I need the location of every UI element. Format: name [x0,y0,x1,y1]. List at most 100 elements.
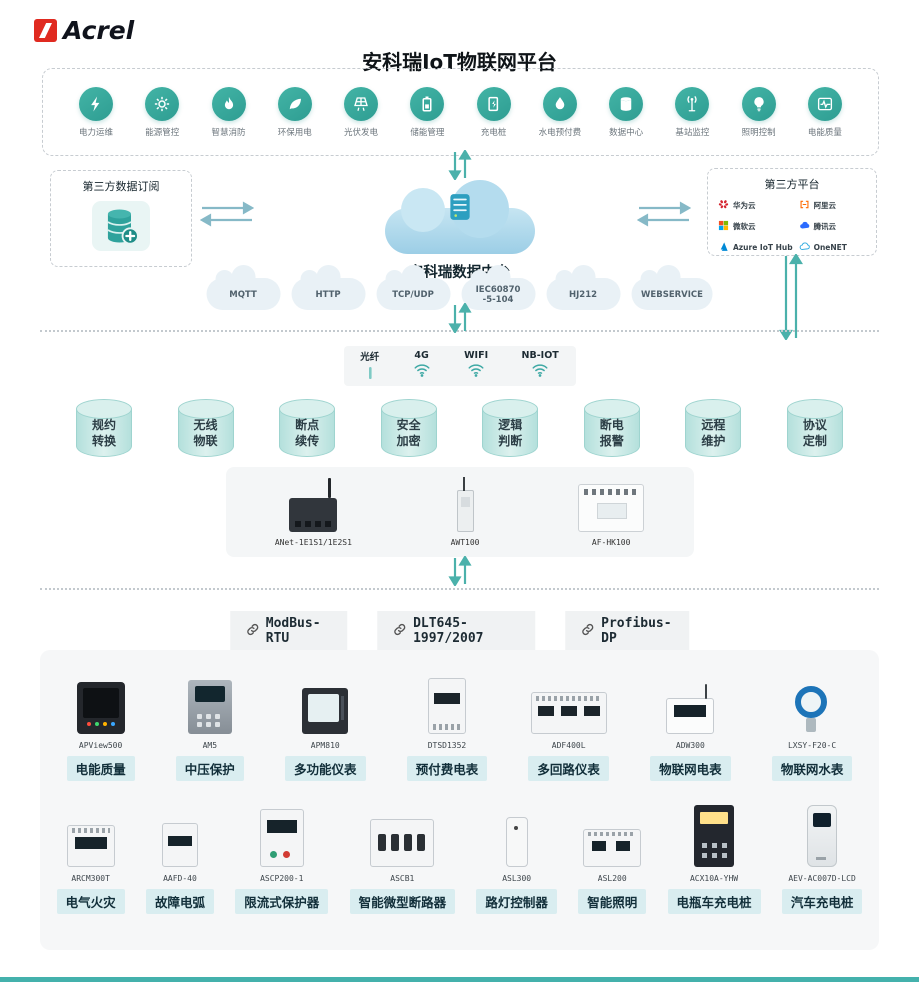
device-category-chip: 物联网电表 [650,756,731,781]
protocol-cloud-hj212: HJ212 [546,265,621,310]
app-label: 智慧消防 [211,127,246,138]
app-label: 储能管理 [410,127,445,138]
feature-cylinder: 逻辑判断 [482,399,539,457]
water-drop-icon [542,86,577,121]
device-category-chip: 路灯控制器 [476,889,557,914]
protocol-chip-dlt645: DLT645-1997/2007 [377,611,536,651]
device-image-aev-charger [807,805,838,867]
app-eco-power: 环保用电 [268,86,322,138]
link-icon [581,623,594,640]
server-icon [447,192,473,226]
conn-fiber: 光纤 [360,349,379,384]
tencent-cloud-icon [799,220,810,233]
gateway-afhk100: AF-HK100 [578,484,645,547]
cylinder-top [583,399,640,419]
feature-cylinder: 安全加密 [380,399,437,457]
app-datacenter: 数据中心 [599,86,653,138]
app-label: 基站监控 [675,127,710,138]
platform-name: 华为云 [733,201,756,210]
left-right-arrow-icon [199,200,255,232]
onenet-cloud-icon [799,241,810,254]
device-image-asl300 [505,817,528,867]
gateway-model: AWT100 [450,538,480,547]
gateway-model: ANet-1E1S1/1E2S1 [274,538,352,547]
left-right-arrow-icon [636,200,692,232]
device-image-apm810 [302,688,349,734]
app-label: 电能质量 [807,127,842,138]
feature-cylinder: 远程维护 [685,399,742,457]
brand-name: Acrel [63,16,135,45]
app-storage: 储能管理 [400,86,454,138]
up-down-arrow-icon [447,554,473,590]
device-image-ascp200 [259,809,304,867]
device-image-apview500 [76,682,125,734]
device-category-chip: 中压保护 [175,756,244,781]
app-label: 充电桩 [480,127,507,138]
third-party-subscribe-box: 第三方数据订阅 [50,170,192,267]
battery-icon [410,86,445,121]
feature-cylinder: 无线物联 [177,399,234,457]
app-energy-mgmt: 能源管控 [135,86,189,138]
connectivity-strip: 光纤 4G WIFI NB-IOT [343,346,576,386]
device-category-chip: 汽车充电桩 [781,889,863,914]
cylinder-top [685,399,742,419]
cylinder-top [279,399,336,419]
app-power-quality: 电能质量 [798,86,852,138]
waveform-icon [807,86,842,121]
wifi-icon [413,363,431,382]
conn-nbiot: NB-IOT [522,350,559,382]
protocol-cloud-webservice: WEBSERVICE [631,265,713,310]
huawei-cloud-icon [718,199,729,212]
azure-icon [718,241,729,254]
charging-pile-icon [476,86,511,121]
app-charging-pile: 充电桩 [467,86,521,138]
dashed-divider [40,330,879,332]
platform-onenet: OneNET [799,241,866,254]
conn-wifi: WIFI [464,350,488,382]
platform-microsoft: 微软云 [718,220,793,233]
protocol-cloud-iec60870: IEC60870-5-104 [461,265,536,310]
platform-alibaba: 阿里云 [799,199,866,212]
gateway-awt100: AWT100 [450,476,480,547]
gateway-anet: ANet-1E1S1/1E2S1 [275,478,352,547]
platform-link-arrows-icon [779,252,803,344]
device-category-chip: 智能微型断路器 [349,889,456,914]
device-image-acx10a [694,805,735,867]
protocol-cloud-tcpudp: TCP/UDP [376,265,451,310]
power-ops-icon [79,86,113,121]
app-label: 环保用电 [277,127,312,138]
third-party-subscribe-title: 第三方数据订阅 [82,180,160,193]
platform-name: OneNET [813,243,847,252]
app-label: 电力运维 [78,127,113,138]
bulb-icon [741,86,776,121]
up-down-arrow-icon [447,148,473,184]
database-plus-icon [92,201,150,251]
solar-panel-icon [344,86,379,121]
feature-cylinder: 规约转换 [76,399,132,457]
app-label: 光伏发电 [344,127,379,138]
page-title: 安科瑞IoT物联网平台 [362,50,557,74]
device-category-chip: 故障电弧 [145,889,214,914]
device-image-adw300 [666,684,715,734]
device-category-chip: 多回路仪表 [528,756,609,781]
wifi-icon [531,363,549,382]
device-image-ascb1 [370,819,435,867]
app-fire-safety: 智慧消防 [202,86,256,138]
app-lighting: 照明控制 [732,86,786,138]
app-label: 能源管控 [145,127,180,138]
device-image-aafd40 [161,823,198,867]
app-power-ops: 电力运维 [69,86,123,138]
alibaba-cloud-icon [799,199,810,212]
flame-icon [211,86,246,121]
device-category-chip: 电瓶车充电桩 [667,889,761,914]
third-party-platform-box: 第三方平台 华为云 阿里云 微软云 腾讯云 Azure IoT Hub [707,168,877,256]
platform-name: 腾讯云 [813,222,837,231]
data-center-cloud: 安科瑞数据中台 [365,180,555,282]
